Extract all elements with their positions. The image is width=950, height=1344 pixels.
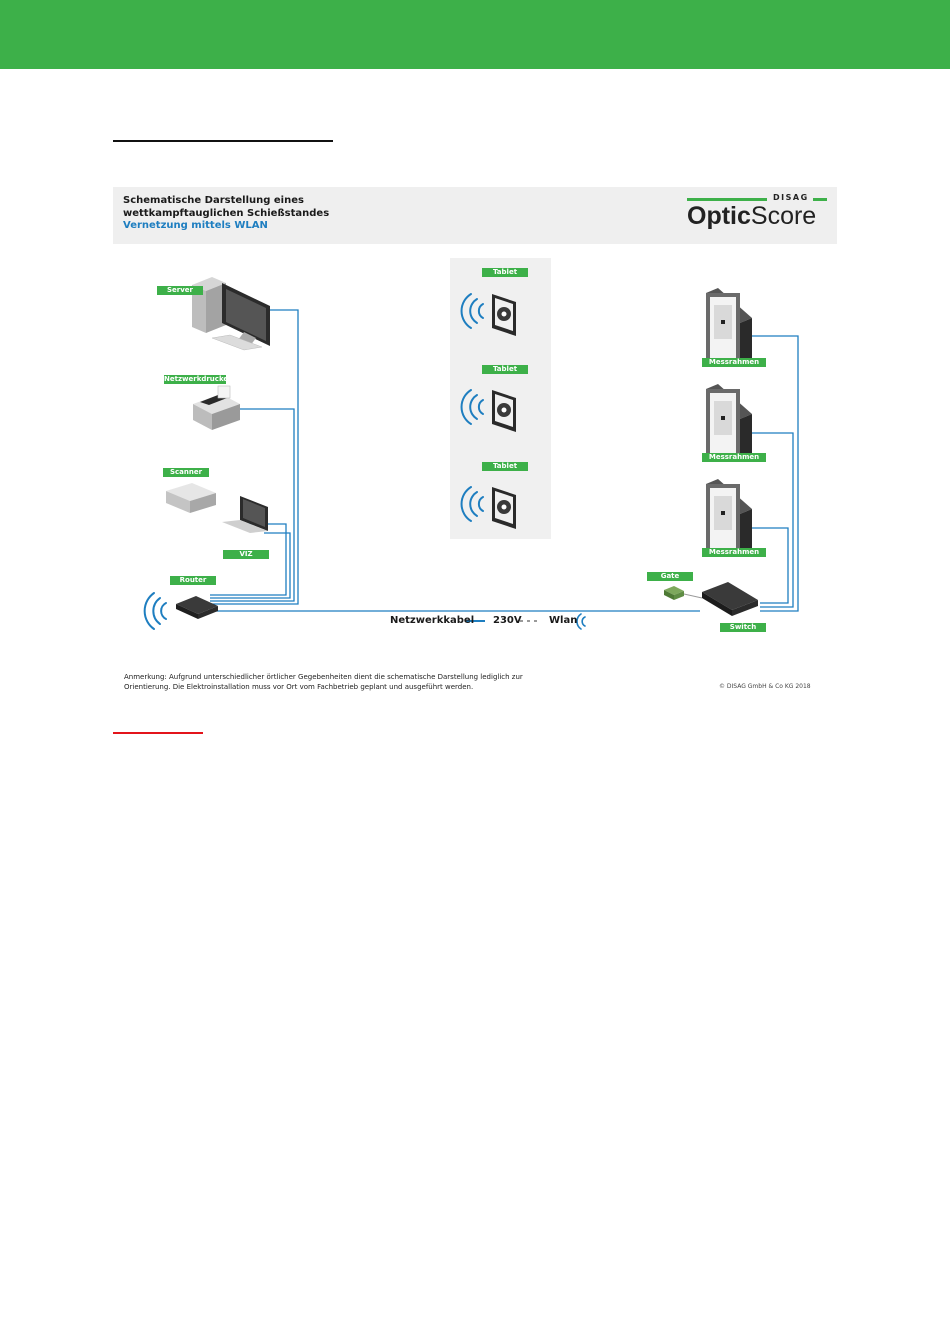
diagram-title-line2: wettkampftauglichen Schießstandes [123,208,330,219]
label-tablet-1: Tablet [482,268,528,277]
right-cables [752,335,799,612]
switch-icon [702,582,758,616]
label-router: Router [170,576,216,585]
tablet-icon-1 [492,294,516,336]
label-scanner: Scanner [163,468,209,477]
server-monitor-icon [222,283,270,346]
heading-underline [113,140,333,142]
printer-icon [193,385,240,430]
label-tablet-3: Tablet [482,462,528,471]
logo-opticscore: OpticScore [687,202,816,231]
gate-icon [664,586,684,600]
diagram-header: Schematische Darstellung eines wettkampf… [113,187,837,244]
label-gate: Gate [647,572,693,581]
label-tablet-2: Tablet [482,365,528,374]
router-wifi-icon [143,592,167,630]
diagram-title-line1: Schematische Darstellung eines [123,195,304,206]
tablet-icon-2 [492,390,516,432]
keyboard-icon [211,334,263,351]
legend-wifi-icon [576,613,586,630]
note-line-1: Anmerkung: Aufgrund unterschiedlicher ör… [124,673,523,681]
label-switch: Switch [720,623,766,632]
target-frame-icon-2 [706,384,752,459]
logo-score: Score [750,202,817,230]
label-target-3: Messrahmen [702,548,766,557]
server-tower-icon [192,277,226,333]
top-green-bar [0,0,950,69]
router-icon [176,596,218,619]
label-target-2: Messrahmen [702,453,766,462]
label-printer: Netzwerkdrucker [164,375,226,384]
laptop-icon [222,496,268,533]
diagram-subtitle: Vernetzung mittels WLAN [123,220,268,231]
logo-line-right [813,198,827,201]
left-cables [210,309,700,612]
red-underline [113,732,203,734]
scanner-icon [166,483,216,513]
label-target-1: Messrahmen [702,358,766,367]
tablet-wifi-icon-2 [460,389,484,425]
legend-network-cable: Netzwerkkabel [390,615,475,626]
copyright-text: © DISAG GmbH & Co KG 2018 [719,683,811,690]
legend-wlan: Wlan [549,615,578,626]
logo-optic: Optic [687,202,751,230]
tablet-wifi-icon-1 [460,293,484,329]
gate-cable [683,593,703,599]
target-frame-icon-3 [706,479,752,554]
logo-line-left [687,198,767,201]
tablet-icon-3 [492,487,516,529]
tablet-wifi-icon-3 [460,486,484,522]
legend-power: 230V [493,615,522,626]
label-viz: VIZ [223,550,269,559]
target-frame-icon-1 [706,288,752,363]
label-server: Server [157,286,203,295]
logo-brand-small: DISAG [773,193,809,202]
note-line-2: Orientierung. Die Elektroinstallation mu… [124,683,474,691]
